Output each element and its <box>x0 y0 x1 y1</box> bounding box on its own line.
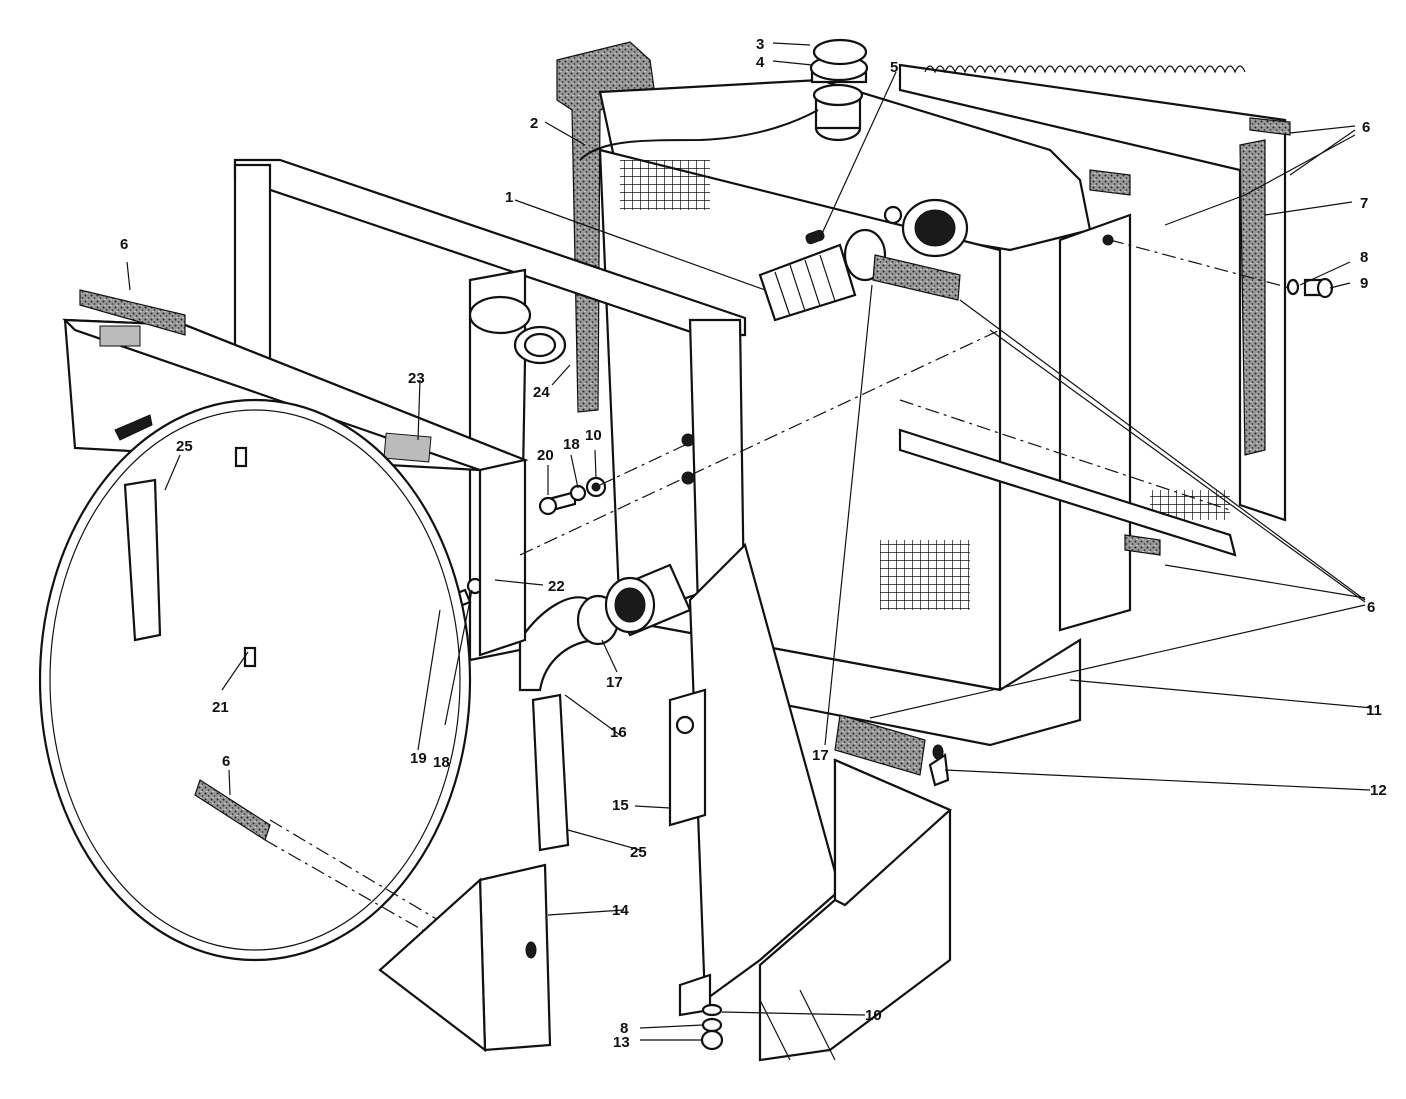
callout-5: 5 <box>890 59 898 76</box>
callout-11: 11 <box>1366 702 1382 719</box>
callout-10-lower: 10 <box>865 1007 882 1024</box>
callout-4: 4 <box>756 54 765 71</box>
callout-6-ring: 6 <box>222 753 230 770</box>
core-grid-top <box>620 160 710 210</box>
callout-13: 13 <box>613 1034 630 1051</box>
callout-14: 14 <box>612 902 629 919</box>
hose-clamp-24-inner <box>523 332 557 358</box>
cooler-foam-right <box>1239 139 1266 456</box>
callout-23: 23 <box>408 370 425 387</box>
callout-25-lower: 25 <box>630 844 647 861</box>
clamp-ring-5 <box>883 205 903 225</box>
callout-24: 24 <box>533 384 550 401</box>
clamp-5 <box>805 229 825 245</box>
callout-9: 9 <box>1360 275 1368 292</box>
callout-8-right: 8 <box>1360 249 1368 266</box>
shroud-bracket-14 <box>478 863 552 1052</box>
callout-25-left: 25 <box>176 438 193 455</box>
callout-16: 16 <box>610 724 627 741</box>
callout-22: 22 <box>548 578 565 595</box>
panel-hose-opening <box>468 295 532 335</box>
support-leg-plate <box>688 542 842 1003</box>
core-grid-bottom <box>880 540 970 610</box>
support-leg <box>668 542 953 1062</box>
cooler-foam-top <box>1249 117 1291 136</box>
callout-18-lower: 18 <box>433 754 450 771</box>
overflow-hose-2 <box>579 109 819 161</box>
rear-cooler-panel <box>898 63 1287 522</box>
rubber-strip-25a <box>123 478 162 642</box>
ring-shadow <box>114 414 153 441</box>
callout-7: 7 <box>1360 195 1368 212</box>
washer-8b <box>701 1017 723 1033</box>
callout-10-upper: 10 <box>585 427 602 444</box>
callout-15: 15 <box>612 797 629 814</box>
callout-3: 3 <box>756 36 764 53</box>
callout-6-right-group: 6 <box>1367 599 1375 616</box>
radiator-assembly <box>556 38 1291 747</box>
shroud-label-left <box>99 325 141 347</box>
washer-8 <box>1286 278 1300 296</box>
callout-19: 19 <box>410 750 427 767</box>
radiator-cap-3 <box>812 38 868 66</box>
base-frame-top <box>833 758 953 907</box>
nut-13 <box>700 1029 724 1051</box>
shroud-ring <box>38 398 472 962</box>
cooler-fins <box>924 65 1246 74</box>
washer-18 <box>569 484 587 502</box>
clip-21b <box>243 646 257 668</box>
callout-6-top-left: 6 <box>120 236 128 253</box>
frame-hole-lower <box>681 471 695 485</box>
side-foam-6 <box>1089 169 1131 196</box>
filler-neck-top <box>812 83 864 107</box>
side-bracket <box>1058 213 1132 632</box>
leader-lines <box>126 42 1373 1041</box>
callout-20: 20 <box>537 447 554 464</box>
rubber-strip-25b <box>531 693 570 852</box>
cooler-pipe <box>898 428 1237 557</box>
lower-foam-6 <box>1124 534 1161 556</box>
callout-8-lower: 8 <box>620 1020 628 1037</box>
upper-outlet-bore <box>914 209 956 247</box>
callout-18-upper: 18 <box>563 436 580 453</box>
rear-foam-strip <box>556 41 656 413</box>
outlet-foam <box>872 254 961 301</box>
callout-6-top-right: 6 <box>1362 119 1370 136</box>
clip-21a <box>234 446 248 468</box>
callout-labels: 3 4 5 2 6 7 1 8 9 6 23 24 25 20 18 10 22… <box>120 36 1387 1051</box>
callout-17-lower: 17 <box>812 747 829 764</box>
bracket-15 <box>668 688 707 827</box>
callout-17-hose: 17 <box>606 674 623 691</box>
washer-10b <box>701 1003 723 1017</box>
bolt-9-assembly <box>1102 234 1334 299</box>
fan-shroud <box>38 289 570 1053</box>
shroud-label-23 <box>383 432 432 463</box>
callout-21: 21 <box>212 699 229 716</box>
shroud-ring-inner <box>49 409 461 951</box>
callout-12: 12 <box>1370 782 1387 799</box>
shroud-foam-top <box>79 289 186 336</box>
upper-hose-1 <box>758 243 857 322</box>
callout-1: 1 <box>505 189 513 206</box>
frame-hole-upper <box>681 433 695 447</box>
construction-lines <box>519 239 1291 556</box>
base-foam-6 <box>834 714 926 776</box>
callout-2: 2 <box>530 115 538 132</box>
